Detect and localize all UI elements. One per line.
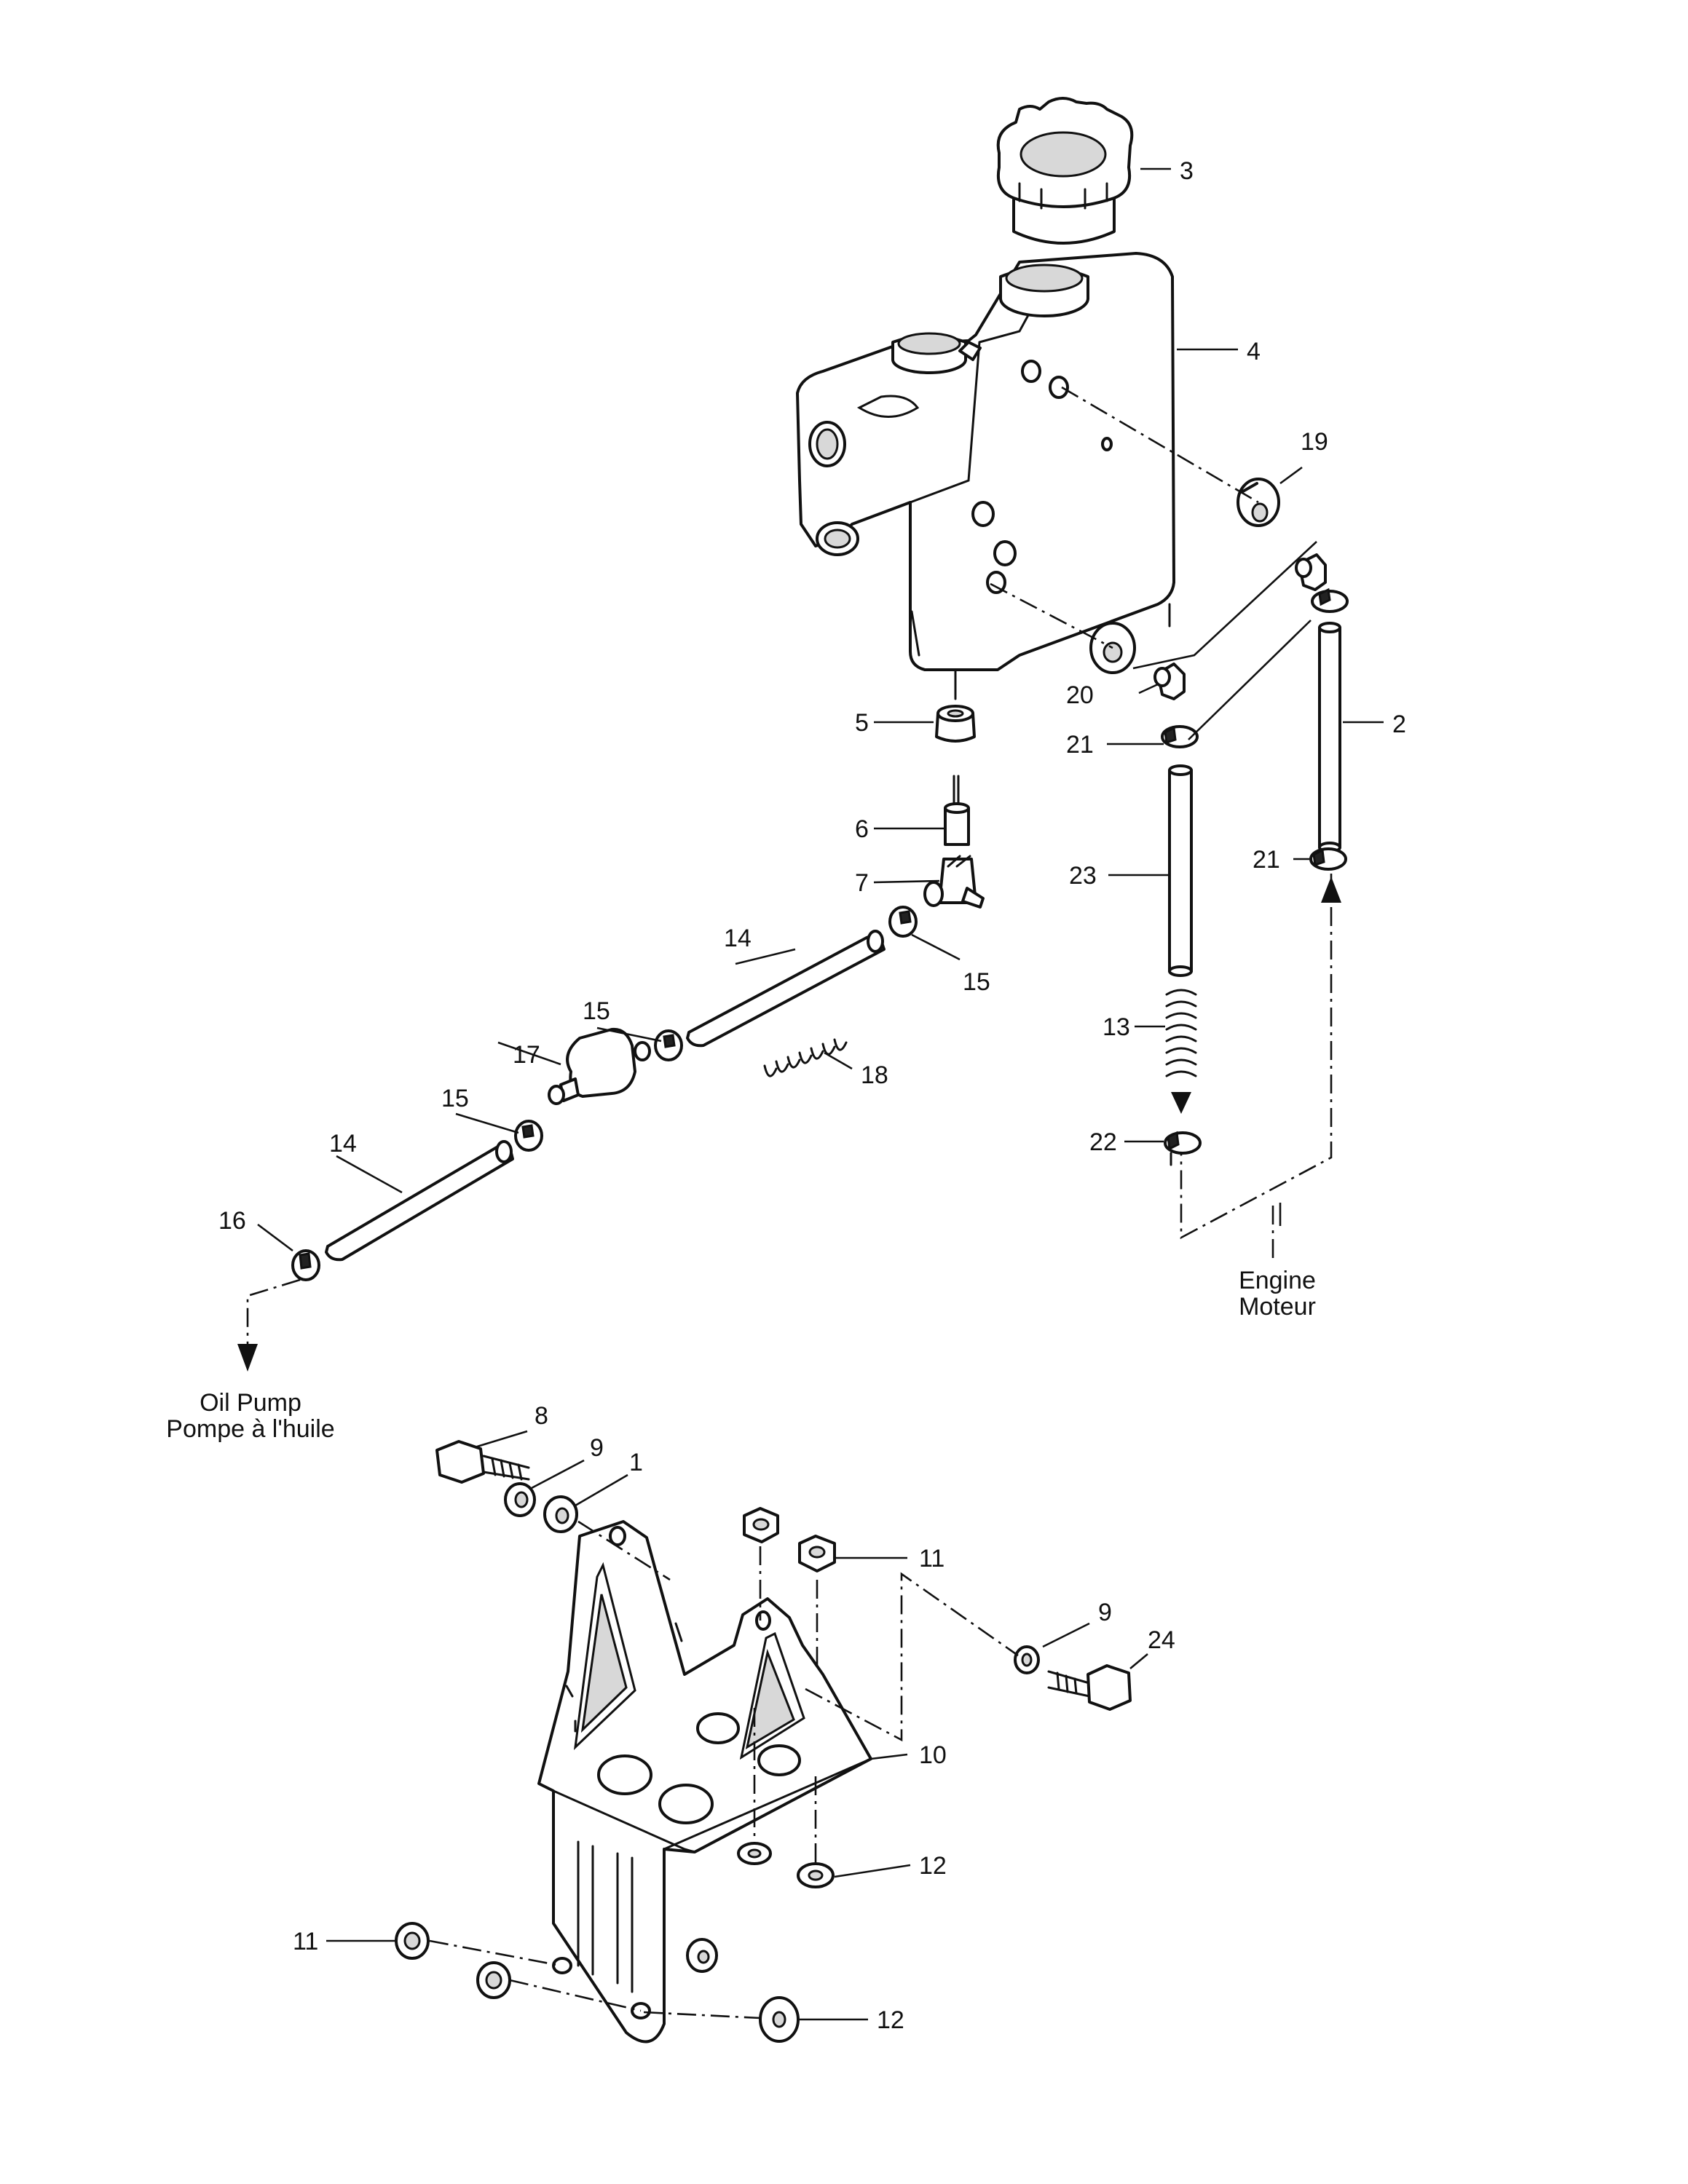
callout-17: 17 [513,1041,540,1069]
callout-1: 1 [629,1449,643,1476]
callout-13: 13 [1103,1013,1130,1041]
part-21-clamp-lower [1309,847,1347,871]
part-12-washer-bracket [737,1842,772,1865]
engine-label-fr: Moteur [1239,1293,1316,1321]
part-12-washer-right [797,1862,835,1888]
callout-15-b: 15 [583,997,610,1025]
part-19-fitting-upper [1295,553,1327,591]
callout-5: 5 [855,709,869,737]
callout-23: 23 [1069,862,1097,890]
part-21-clamp-upper [1311,587,1349,613]
oil-pump-label: Oil Pump [200,1389,301,1417]
callout-22: 22 [1089,1128,1117,1156]
callout-7: 7 [855,869,869,897]
part-15-clamp-b [654,1029,683,1061]
callout-12-right: 12 [919,1852,947,1880]
part-9-washer-upper [504,1482,536,1517]
part-22-clamp [1164,1131,1202,1155]
callout-19: 19 [1301,428,1328,456]
part-24-bolt [1047,1664,1132,1711]
part-8-bolt [435,1440,530,1484]
part-7-fitting [923,855,985,909]
callout-16: 16 [218,1207,246,1235]
part-1-washer [543,1495,578,1533]
callout-9-right: 9 [1098,1599,1112,1626]
part-23-hose [1168,764,1193,977]
callout-15-a: 15 [963,968,990,996]
callout-15-c: 15 [441,1085,469,1112]
part-15-clamp-c [514,1120,543,1152]
callout-24: 24 [1148,1626,1175,1654]
callout-2: 2 [1392,711,1406,738]
part-5-grommet [935,705,976,743]
callout-11-bottom: 11 [293,1928,318,1955]
callout-9-upper: 9 [590,1434,604,1462]
part-3-tank-cap [996,97,1134,245]
part-11-nut-top-left [743,1507,779,1543]
callout-6: 6 [855,815,869,843]
callout-18: 18 [861,1061,888,1089]
part-11-nut-bottom-left [395,1922,430,1960]
callout-21-lower: 21 [1253,846,1280,874]
part-15-clamp-a [888,906,918,938]
part-14-hose-upper [686,930,886,1048]
callout-12-bottom: 12 [877,2006,904,2034]
callout-14-lower: 14 [329,1130,357,1158]
part-4-oil-tank [796,252,1175,671]
part-11-nut-top-right [798,1535,836,1572]
part-10-bracket [537,1520,872,2043]
part-2-hose [1318,622,1341,853]
part-6-strainer [944,775,970,846]
part-11-nut-bottom-center [476,1961,511,1999]
part-12-washer-bottom [759,1996,800,2043]
callout-3: 3 [1180,157,1194,185]
part-21-clamp-middle [1161,725,1199,748]
callout-14-upper: 14 [724,925,752,952]
part-13-spring [1165,989,1197,1077]
callout-10: 10 [919,1741,947,1769]
callout-4: 4 [1247,338,1261,365]
oil-pump-label-fr: Pompe à l'huile [166,1415,334,1443]
callout-11-top: 11 [919,1545,944,1572]
callout-20: 20 [1066,681,1094,709]
washer-bracket-lower [686,1938,718,1973]
part-20-fitting [1153,662,1186,700]
engine-label: Engine [1239,1267,1316,1294]
part-20-grommet [1089,622,1136,674]
part-17-filter [548,1027,651,1105]
callout-8: 8 [535,1402,548,1430]
part-9-washer-right [1014,1645,1040,1674]
callout-21-middle: 21 [1066,731,1094,759]
part-16-clamp [291,1249,320,1281]
part-18-spring [763,1038,848,1077]
part-14-hose-lower [325,1140,514,1262]
